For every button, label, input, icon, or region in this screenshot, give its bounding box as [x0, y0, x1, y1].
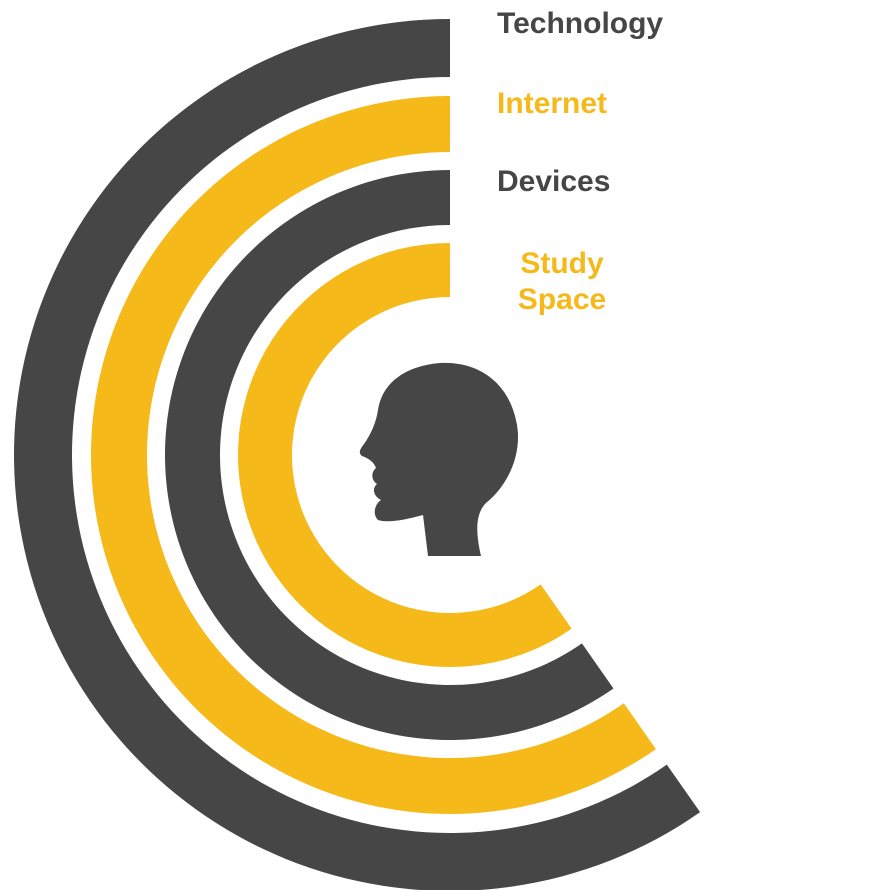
ring-label-study-space: Study Space: [500, 246, 624, 318]
ring-label-devices: Devices: [497, 165, 611, 198]
human-head-silhouette-icon: [359, 362, 519, 556]
ring-label-internet: Internet: [497, 87, 608, 120]
ring-arc: [91, 96, 656, 815]
ring-arc: [14, 19, 701, 890]
ring-arc: [165, 170, 614, 741]
ring-label-technology: Technology: [497, 7, 664, 40]
rings-group: [14, 19, 701, 890]
ring-label-line: Study: [520, 247, 604, 280]
ring-label-line: Space: [517, 283, 607, 316]
ring-arc: [238, 243, 572, 667]
